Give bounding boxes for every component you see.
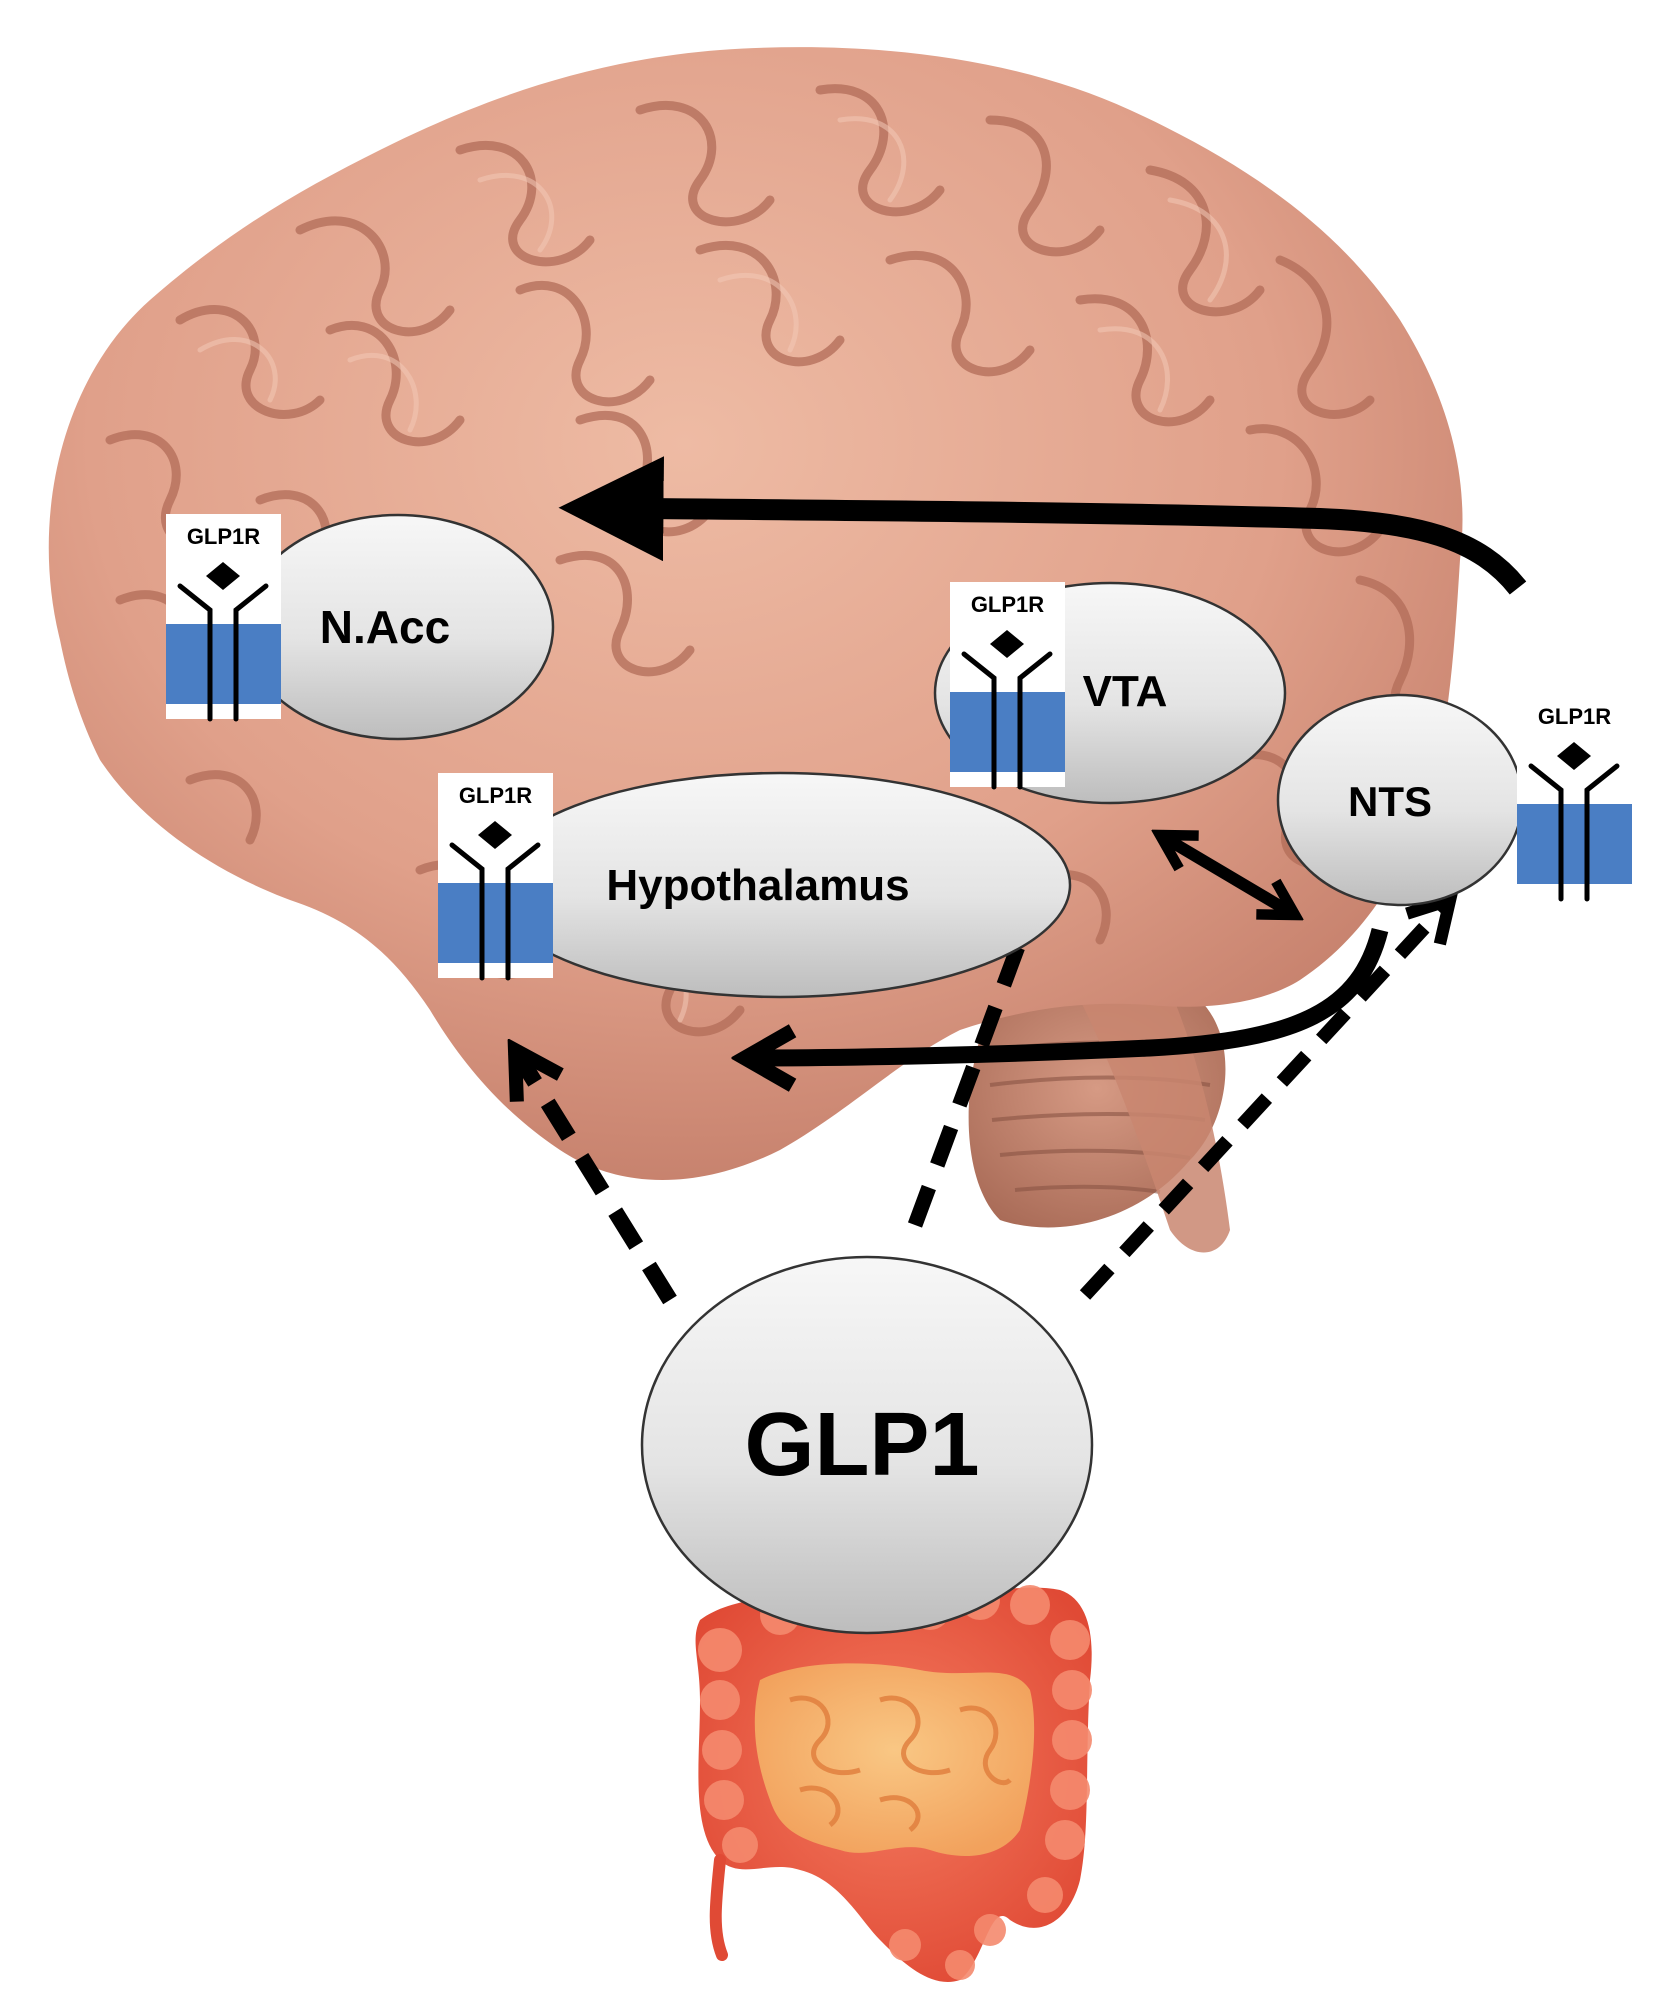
receptor-icon (961, 651, 1053, 790)
receptor-icon (177, 583, 269, 722)
node-glp1: GLP1 (640, 1255, 1094, 1635)
node-nacc: N.Acc (241, 513, 555, 741)
cell-membrane (950, 692, 1065, 772)
vta-label: VTA (1083, 667, 1168, 716)
receptor-icon (1528, 763, 1620, 902)
nts-label: NTS (1348, 778, 1432, 825)
node-nts: NTS (1276, 693, 1524, 907)
receptor-icons: GLP1R GLP1R GLP1R GLP1R (166, 514, 1632, 981)
arrow-nts-to-nacc (558, 456, 1527, 595)
arrow-glp1-to-nts (1079, 900, 1450, 1300)
nacc-label: N.Acc (320, 601, 450, 653)
glp1r-label: GLP1R (1538, 704, 1611, 729)
arrow-nts-to-hypothalamus (745, 927, 1389, 1058)
arrow-vta-nts-bidirectional (1160, 835, 1295, 915)
brain-illustration (48, 47, 1463, 1253)
glp1r-receptor-icon-nacc: GLP1R (166, 514, 281, 722)
cell-membrane (1517, 804, 1632, 884)
small-intestine-loops (789, 1695, 1012, 1832)
glp1-label: GLP1 (744, 1395, 979, 1495)
glp1r-receptor-icon-hypothalamus: GLP1R (438, 773, 553, 981)
arrow-glp1-to-hypothalamus (515, 1050, 677, 1305)
glp1r-receptor-icon-nts: GLP1R (1517, 694, 1632, 902)
appendix (709, 1854, 728, 1961)
ligand-diamond-icon (206, 562, 240, 590)
glp1r-label: GLP1R (187, 524, 260, 549)
ligand-diamond-icon (1557, 742, 1591, 770)
ligand-diamond-icon (478, 821, 512, 849)
cell-membrane (438, 883, 553, 963)
small-intestine (754, 1663, 1035, 1856)
hypothalamus-label: Hypothalamus (606, 861, 909, 910)
glp1r-label: GLP1R (459, 783, 532, 808)
cell-membrane (166, 624, 281, 704)
glp1r-label: GLP1R (971, 592, 1044, 617)
ligand-diamond-icon (990, 630, 1024, 658)
brain-highlights (197, 116, 1229, 1023)
glp1r-receptor-icon-vta: GLP1R (950, 582, 1065, 790)
node-hypothalamus: Hypothalamus (488, 771, 1072, 999)
receptor-icon (449, 842, 541, 981)
intestine-illustration (695, 1580, 1092, 1982)
